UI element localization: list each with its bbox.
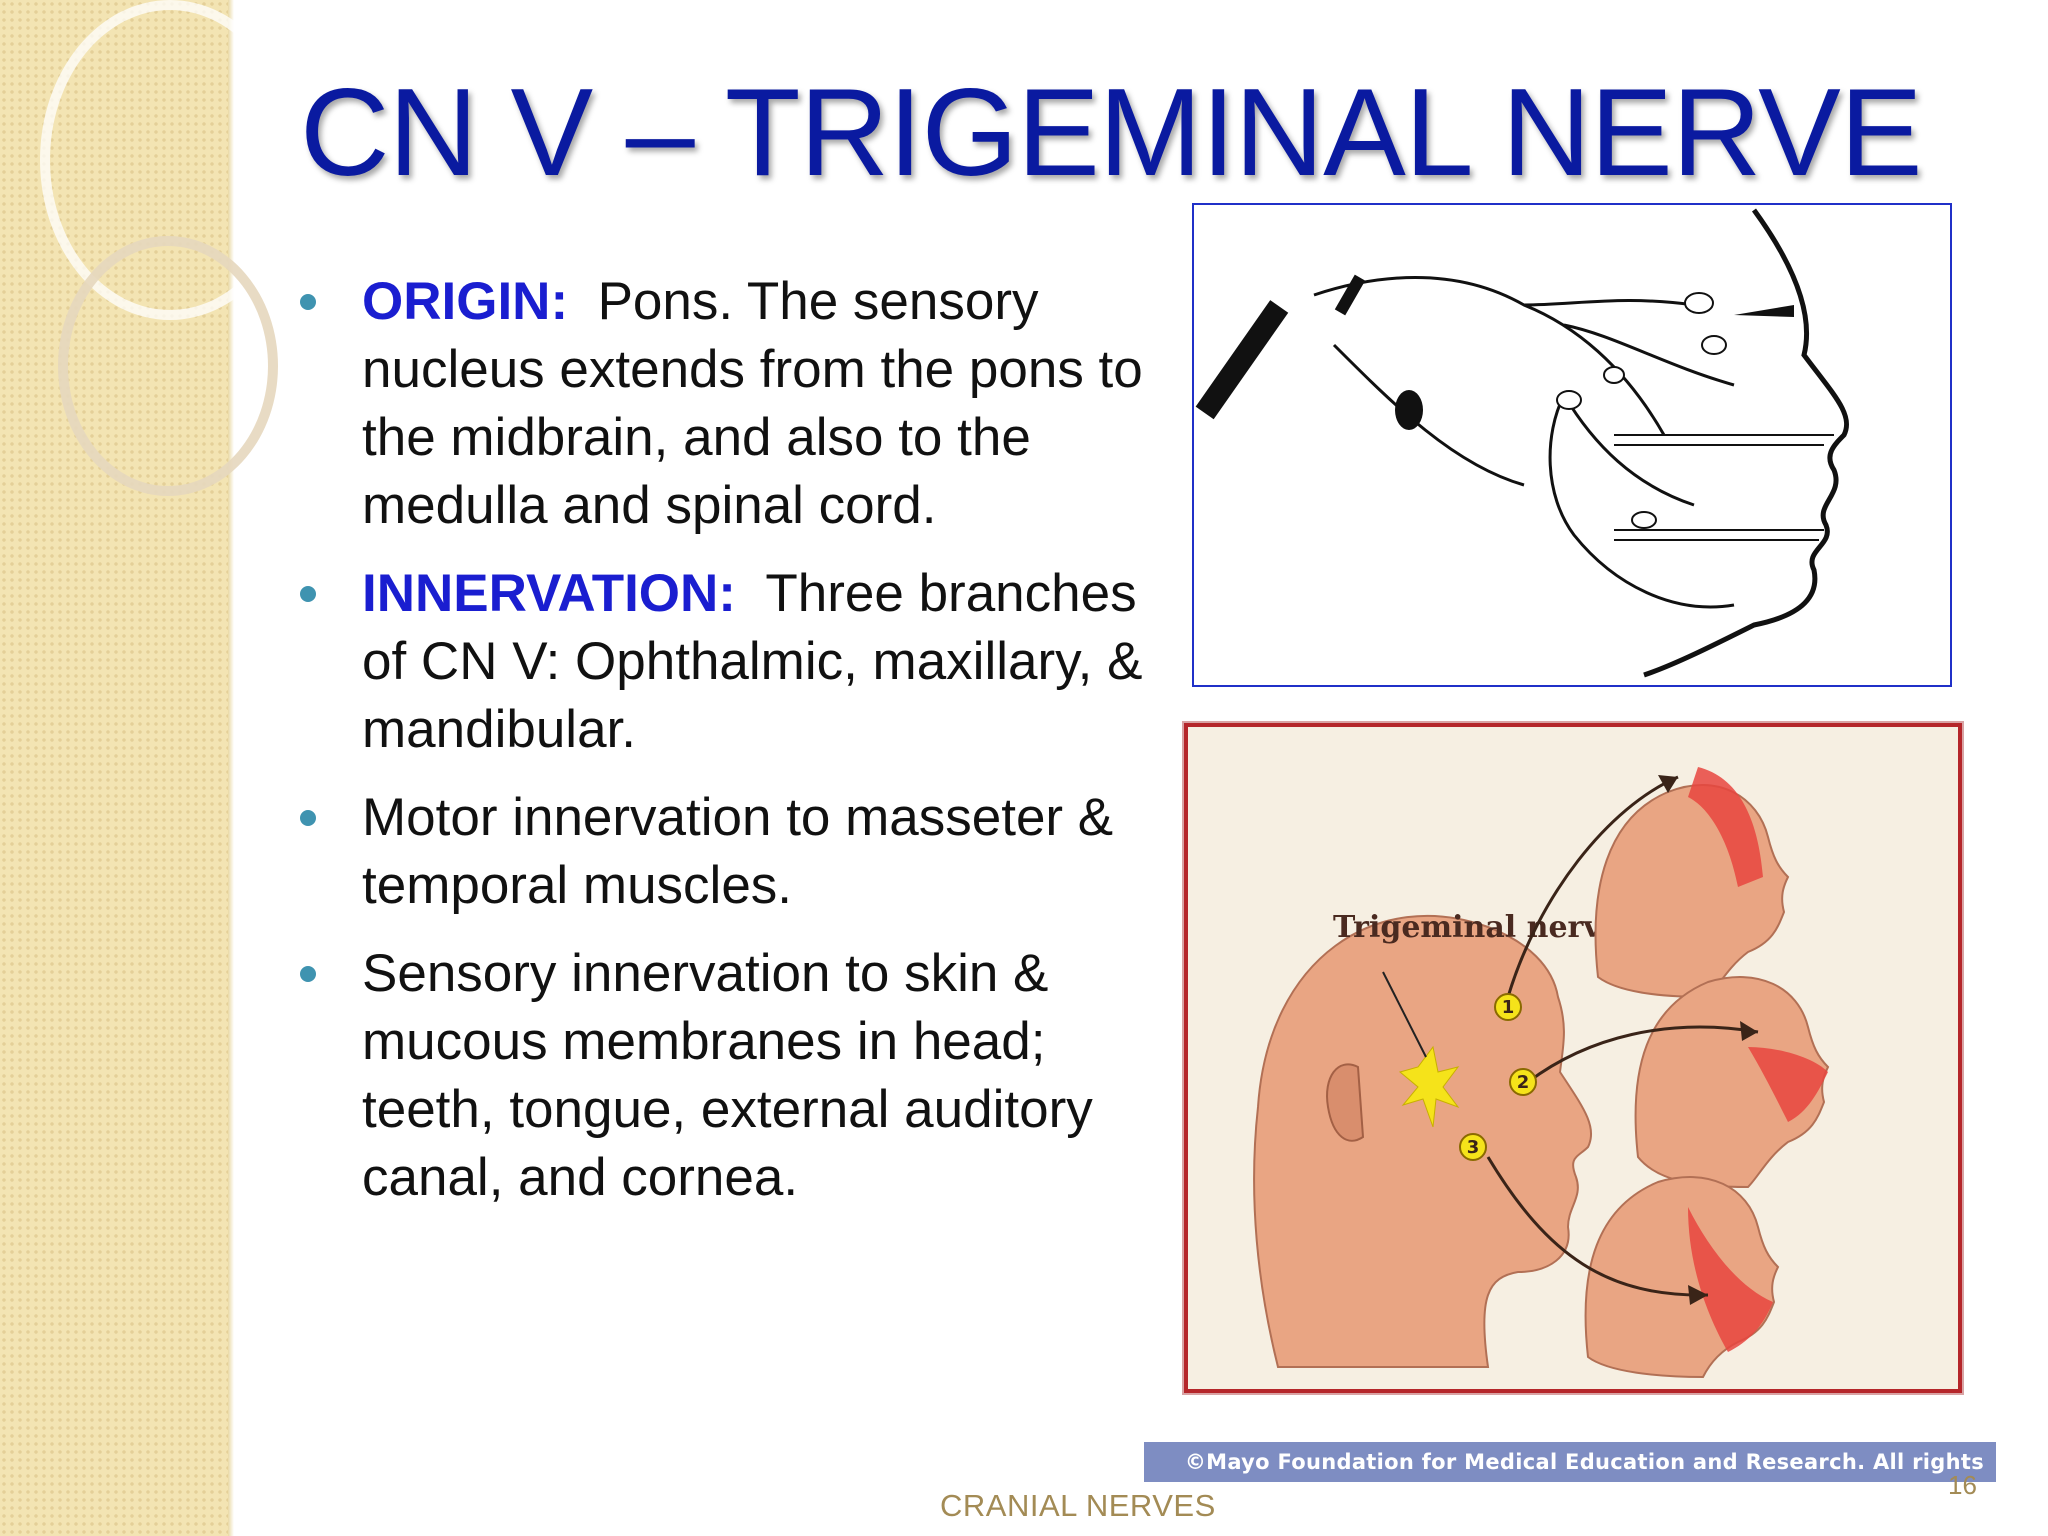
bullet-origin: ORIGIN: Pons. The sensory nucleus extend… — [290, 268, 1150, 540]
heads-illustration: Trigeminal nerve 1 2 3 — [1253, 767, 1830, 1379]
bullet-sensory: Sensory innervation to skin & mucous mem… — [290, 940, 1150, 1212]
head-maxillary — [1634, 976, 1830, 1189]
decorative-ring-2 — [58, 236, 278, 496]
face-nerve-sketch — [1195, 208, 1850, 678]
page-number: 16 — [1948, 1470, 1977, 1500]
bullet-keyword: INNERVATION: — [362, 564, 736, 623]
slide-title: CN V – TRIGEMINAL NERVE — [300, 64, 1923, 202]
trigeminal-ganglion — [1398, 1045, 1460, 1128]
nerve-line-drawing — [1192, 203, 1952, 687]
svg-text:1: 1 — [1502, 997, 1515, 1018]
head-ophthalmic — [1594, 783, 1790, 999]
footer-title: CRANIAL NERVES — [940, 1488, 1216, 1523]
bullet-motor: Motor innervation to masseter & temporal… — [290, 784, 1150, 920]
bullet-innervation: INNERVATION: Three branches of CN V: Oph… — [290, 560, 1150, 764]
main-head — [1253, 914, 1593, 1368]
sidebar-edge — [228, 0, 234, 1536]
svg-text:3: 3 — [1467, 1137, 1480, 1158]
trigeminal-nerve-label: Trigeminal nerve — [1333, 910, 1620, 945]
bullet-list: ORIGIN: Pons. The sensory nucleus extend… — [290, 268, 1150, 1232]
trigeminal-distribution-illustration: Trigeminal nerve 1 2 3 — [1184, 723, 1962, 1393]
bullet-dot — [300, 810, 316, 826]
bullet-text: Pons. The sensory nucleus extends from t… — [362, 272, 1143, 535]
bullet-dot — [300, 966, 316, 982]
head-mandibular — [1584, 1176, 1780, 1379]
bullet-text: Motor innervation to masseter & temporal… — [362, 788, 1114, 915]
bullet-dot — [300, 294, 316, 310]
svg-text:2: 2 — [1517, 1072, 1530, 1093]
ear — [1326, 1063, 1365, 1142]
image-credit: ©Mayo Foundation for Medical Education a… — [1144, 1442, 1996, 1514]
bullet-text: Three branches of CN V: Ophthalmic, maxi… — [362, 564, 1143, 759]
bullet-text: Sensory innervation to skin & mucous mem… — [362, 944, 1093, 1207]
bullet-keyword: ORIGIN: — [362, 272, 569, 331]
marker-group: 1 2 3 — [1459, 993, 1537, 1161]
bullet-dot — [300, 586, 316, 602]
